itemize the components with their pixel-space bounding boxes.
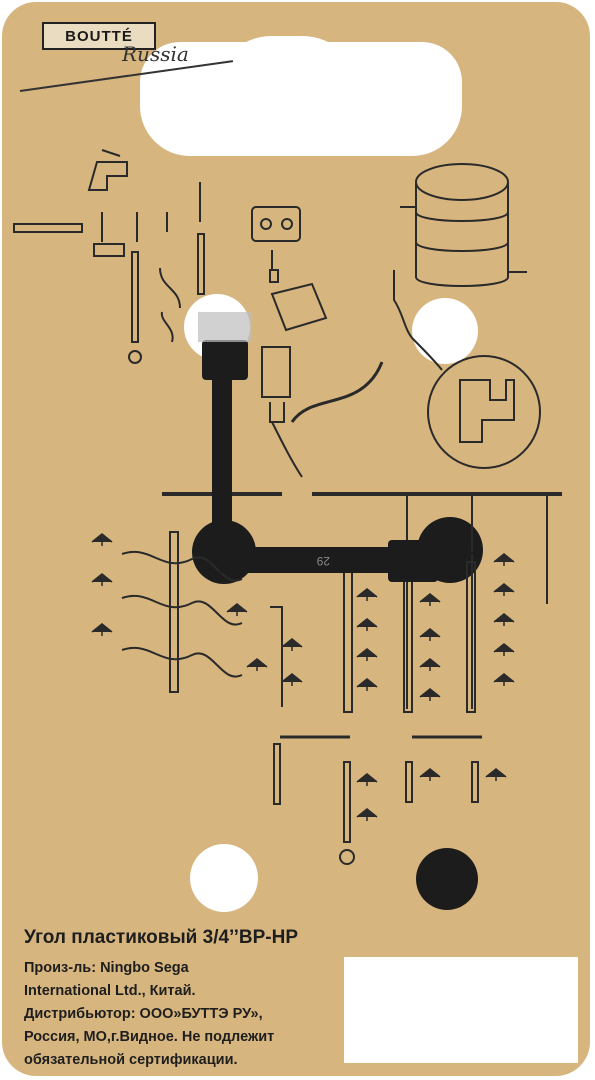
mount-hole-left-bottom <box>190 844 258 912</box>
product-title: Угол пластиковый 3/4’’ВР-НР <box>24 927 299 948</box>
mount-hole-right-top <box>412 298 478 364</box>
tie-marking: 29 <box>316 554 330 568</box>
irrigation-diagram: 29 <box>13 149 562 865</box>
mount-hole-right-bottom <box>416 848 478 910</box>
barcode-label-area <box>344 957 578 1063</box>
brand-script: Russia <box>122 42 189 66</box>
info-line: Произ-ль: Ningbo Sega <box>24 960 189 976</box>
info-line: Дистрибьютор: ООО»БУТТЭ РУ», <box>24 1006 263 1022</box>
brand-logo: BOUTTÉ <box>42 22 156 50</box>
info-line: обязательной сертификации. <box>24 1052 238 1068</box>
cable-tie: 29 <box>198 312 474 582</box>
hang-hole <box>140 42 462 156</box>
info-line: International Ltd., Китай. <box>24 983 196 999</box>
brand-name: BOUTTÉ <box>65 27 133 45</box>
info-line: Россия, МО,г.Видное. Не подлежит <box>24 1029 275 1045</box>
product-info: Произ-ль: Ningbo Sega International Ltd.… <box>24 957 344 1072</box>
